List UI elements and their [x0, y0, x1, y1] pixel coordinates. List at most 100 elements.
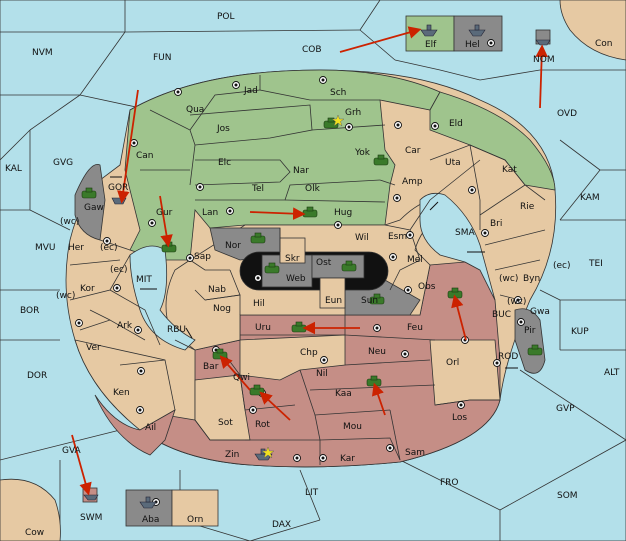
label-mou: Mou — [343, 422, 362, 432]
label-aba: Aba — [142, 515, 159, 525]
label-her: Her — [68, 243, 84, 253]
label-hel: Hel — [465, 40, 480, 50]
tank-icon[interactable] — [369, 293, 385, 305]
territory-ail[interactable] — [94, 394, 176, 456]
label-nvm: NVM — [32, 48, 53, 58]
label-neu: Neu — [368, 347, 386, 357]
territory-gaw[interactable] — [74, 163, 106, 241]
ship-icon[interactable] — [468, 24, 486, 37]
label-sap: Sap — [194, 252, 211, 262]
label-kar: Kar — [340, 454, 355, 464]
supply-center-neu — [401, 350, 409, 358]
supply-center-gur — [148, 219, 156, 227]
label-buc: BUC — [492, 310, 511, 320]
label-alt: ALT — [604, 368, 620, 378]
label-qua: Qua — [186, 105, 204, 115]
green-region-north — [124, 69, 441, 261]
star-icon — [261, 446, 275, 459]
order-arrows — [71, 26, 548, 496]
double-arrow-icon — [185, 327, 193, 339]
label-orl: Orl — [446, 358, 459, 368]
supply-center-eld — [431, 122, 439, 130]
label-nab: Nab — [208, 285, 226, 295]
tank-icon[interactable] — [250, 232, 266, 244]
tank-icon[interactable] — [527, 344, 543, 356]
label-byn: Byn — [523, 274, 540, 284]
label-gor: GOR — [108, 183, 128, 193]
label-gur: Gur — [156, 208, 173, 218]
supply-center-qua — [174, 88, 182, 96]
label-qwi: Qwi — [233, 373, 250, 383]
label-fun: FUN — [153, 53, 172, 63]
label-sun: Sun — [361, 296, 378, 306]
label-kal: KAL — [5, 164, 22, 174]
supply-center-obs — [404, 286, 412, 294]
supply-center-yok — [394, 121, 402, 129]
label-swm: SWM — [80, 513, 102, 523]
label-ost: Ost — [316, 258, 332, 268]
supply-center-ark — [134, 326, 142, 334]
label-uru: Uru — [255, 323, 271, 333]
supply-center-can — [130, 139, 138, 147]
star-markers — [261, 114, 345, 459]
tank-icon[interactable] — [81, 187, 97, 199]
label-mit: MIT — [136, 275, 152, 285]
label-wc: (wc) — [56, 291, 75, 301]
tank-icon[interactable] — [323, 117, 339, 129]
territory-con[interactable] — [559, 0, 626, 61]
label-olk: Olk — [305, 184, 321, 194]
label-ail: Ail — [145, 423, 156, 433]
supply-center-amp — [393, 194, 401, 202]
label-con: Con — [595, 39, 613, 49]
supply-center-nog — [254, 274, 262, 282]
supply-center-kor — [113, 284, 121, 292]
label-sch: Sch — [330, 88, 346, 98]
tank-icon[interactable] — [341, 260, 357, 272]
label-gva: GVA — [62, 446, 82, 456]
strait-markers — [110, 176, 518, 369]
tank-icon[interactable] — [264, 262, 280, 274]
label-kup: KUP — [571, 327, 589, 337]
label-som: SOM — [557, 491, 578, 501]
ship-icon[interactable] — [83, 494, 99, 501]
label-gvg: GVG — [53, 158, 73, 168]
label-wil: Wil — [355, 233, 369, 243]
label-grh: Grh — [345, 108, 361, 118]
label-nom: NOM — [533, 55, 555, 65]
label-rbu: RBU — [167, 325, 186, 335]
label-skr: Skr — [285, 254, 300, 264]
star-icon — [331, 114, 345, 127]
label-rot: Rot — [255, 420, 270, 430]
supply-center-tel — [196, 183, 204, 191]
supply-center-rot — [249, 406, 257, 414]
label-kor: Kor — [80, 284, 95, 294]
label-pol: POL — [217, 12, 235, 22]
ship-icon[interactable] — [420, 24, 438, 37]
supply-center-rod — [493, 359, 501, 367]
tank-icon[interactable] — [373, 154, 389, 166]
label-los: Los — [452, 413, 467, 423]
label-cow: Cow — [25, 528, 44, 538]
supply-center-elf — [487, 39, 495, 47]
territory-eun[interactable] — [319, 277, 346, 309]
label-web: Web — [286, 274, 306, 284]
label-mel: Mel — [407, 255, 423, 265]
label-chp: Chp — [300, 348, 318, 358]
label-wc: (wc) — [499, 274, 518, 284]
label-kaa: Kaa — [335, 389, 352, 399]
territory-cow[interactable] — [0, 478, 61, 541]
label-feu: Feu — [407, 323, 423, 333]
double-arrow-icon — [429, 201, 439, 211]
label-pir: Pir — [524, 326, 536, 336]
territory-orl[interactable] — [429, 339, 501, 406]
supply-center-wil — [334, 221, 342, 229]
supply-center-lan — [226, 207, 234, 215]
label-nil: Nil — [316, 369, 328, 379]
label-kat: Kat — [502, 165, 517, 175]
label-uta: Uta — [445, 158, 461, 168]
territory-orn[interactable] — [171, 489, 219, 527]
label-wc: (wc) — [60, 217, 79, 227]
ship-icon[interactable] — [139, 496, 157, 509]
label-ver: Ver — [86, 343, 101, 353]
label-bar: Bar — [203, 362, 219, 372]
